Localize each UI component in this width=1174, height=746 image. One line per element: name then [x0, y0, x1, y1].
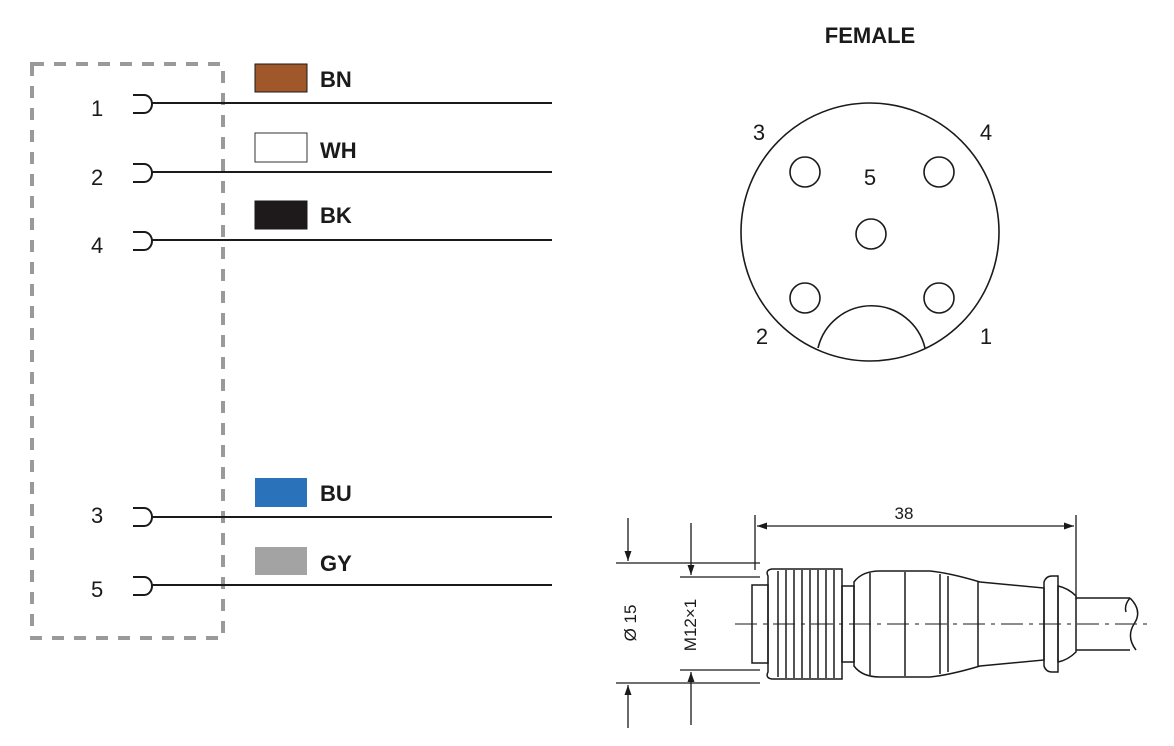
wire-color-swatch	[254, 63, 308, 93]
face-pin-label-4: 4	[980, 120, 992, 145]
cable-cut-end	[1124, 597, 1139, 651]
coupling-nut	[766, 568, 843, 680]
face-pin-label-1: 1	[980, 324, 992, 349]
socket-contact-icon	[133, 231, 153, 251]
wire-color-code: BN	[320, 67, 352, 92]
connector-face: 3 4 5 2 1	[740, 102, 1000, 362]
dimension-drawing	[616, 515, 1150, 728]
wire-row-2: 2 WH	[91, 132, 552, 190]
socket-contact-icon	[133, 163, 153, 183]
wire-row-4: 4 BK	[91, 200, 552, 258]
socket-contact-icon	[133, 576, 153, 596]
cable-boot	[1057, 585, 1077, 663]
wire-color-swatch	[254, 132, 308, 163]
connector-side-view	[751, 568, 1139, 680]
socket-contact-icon	[133, 507, 153, 527]
connector-housing-outline	[30, 62, 225, 640]
wire-row-3: 3 BU	[91, 478, 552, 528]
wire-color-code: WH	[320, 138, 357, 163]
face-pin-label-3: 3	[753, 120, 765, 145]
wire-color-code: BK	[320, 203, 352, 228]
face-view-title: FEMALE	[825, 23, 915, 48]
pin-hole-2	[789, 282, 821, 314]
thread-dimension-label: M12×1	[681, 599, 700, 651]
socket-contact-icon	[133, 94, 153, 114]
pin-number: 1	[91, 96, 103, 121]
pin-hole-3	[789, 156, 821, 188]
face-outline	[740, 102, 1000, 362]
pin-hole-4	[923, 156, 955, 188]
strain-relief	[1043, 575, 1059, 673]
wire-row-1: 1 BN	[91, 63, 552, 121]
pin-hole-5	[855, 218, 887, 250]
pin-number: 4	[91, 233, 103, 258]
pin-number: 3	[91, 503, 103, 528]
pin-hole-1	[923, 282, 955, 314]
wire-color-code: BU	[320, 481, 352, 506]
diameter-dimension-label: Ø 15	[621, 605, 640, 642]
face-pin-label-2: 2	[756, 324, 768, 349]
wire-color-swatch	[255, 547, 307, 575]
face-pin-label-5: 5	[864, 165, 876, 190]
wire-color-swatch	[254, 200, 308, 230]
wire-row-5: 5 GY	[91, 547, 552, 602]
wire-color-code: GY	[320, 551, 352, 576]
pin-number: 5	[91, 577, 103, 602]
coding-key	[817, 304, 926, 349]
pin-number: 2	[91, 165, 103, 190]
wire-color-swatch	[255, 478, 307, 507]
length-dimension-label: 38	[895, 504, 914, 523]
